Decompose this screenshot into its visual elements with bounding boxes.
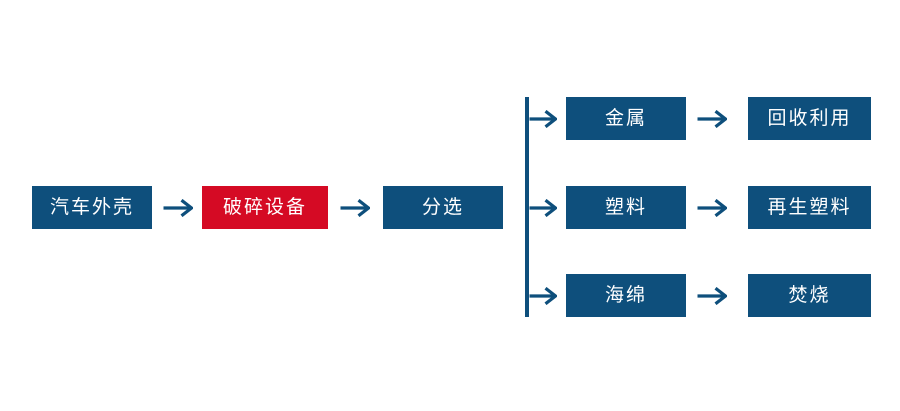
node-recycle-label: 回收利用 xyxy=(767,106,852,129)
node-incineration-label: 焚烧 xyxy=(788,283,831,306)
arrow-shell-to-crusher-icon xyxy=(163,199,193,217)
node-recycle[interactable]: 回收利用 xyxy=(748,97,871,140)
branch-sponge-branch-arrow-icon xyxy=(529,287,557,305)
node-car-shell[interactable]: 汽车外壳 xyxy=(32,186,152,229)
node-plastic[interactable]: 塑料 xyxy=(566,186,686,229)
node-crusher-label: 破碎设备 xyxy=(222,195,307,218)
branch-metal-link-arrow-icon xyxy=(697,110,727,128)
node-metal[interactable]: 金属 xyxy=(566,97,686,140)
node-crusher[interactable]: 破碎设备 xyxy=(202,186,328,229)
branch-plastic-link-arrow-icon xyxy=(697,199,727,217)
node-sorting-label: 分选 xyxy=(421,195,464,218)
branch-plastic-branch-arrow-icon xyxy=(529,199,557,217)
node-sponge-label: 海绵 xyxy=(604,283,647,306)
node-regen-plastic[interactable]: 再生塑料 xyxy=(748,186,871,229)
node-car-shell-label: 汽车外壳 xyxy=(49,195,134,218)
node-sorting[interactable]: 分选 xyxy=(383,186,503,229)
split-trunk-line xyxy=(525,97,529,317)
node-regen-plastic-label: 再生塑料 xyxy=(767,195,852,218)
arrow-crusher-to-sorting-icon xyxy=(340,199,370,217)
branch-metal-branch-arrow-icon xyxy=(529,110,557,128)
node-incineration[interactable]: 焚烧 xyxy=(748,274,871,317)
branch-sponge-link-arrow-icon xyxy=(697,287,727,305)
node-metal-label: 金属 xyxy=(604,106,647,129)
node-plastic-label: 塑料 xyxy=(604,195,647,218)
node-sponge[interactable]: 海绵 xyxy=(566,274,686,317)
